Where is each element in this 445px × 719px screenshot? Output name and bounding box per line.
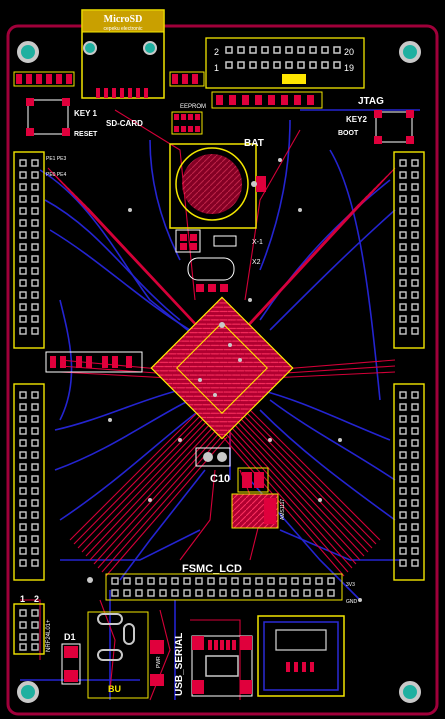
regulator-ams1117 <box>231 467 279 529</box>
nrf-label: NRF24L01+ <box>46 619 52 652</box>
nrf-pin-1: 1 <box>20 594 25 604</box>
usb-host-connector <box>257 615 345 697</box>
mount-hole-top-left <box>17 41 39 63</box>
v33-label: 3V3 <box>346 582 355 588</box>
microsd-label: MicroSD <box>104 14 143 25</box>
pe-top-label: PE1 PE3 <box>46 156 67 162</box>
left-header-bottom <box>13 383 45 581</box>
led-resistor-cluster <box>45 351 143 373</box>
nrf-pin-2: 2 <box>34 594 39 604</box>
eeprom-chip <box>171 111 203 135</box>
microsd-sublabel: cepeku electronic <box>104 26 143 32</box>
jtag-resistors <box>211 91 323 109</box>
jtag-pin-20: 20 <box>344 47 354 57</box>
bat-label: BAT <box>244 138 264 149</box>
microsd-socket <box>81 9 165 99</box>
key1-label: KEY 1 <box>74 109 98 118</box>
key2-label: KEY2 <box>346 115 367 124</box>
mount-hole-top-right <box>399 41 421 63</box>
usb-serial-connector <box>191 635 253 697</box>
diode-d1 <box>61 643 81 685</box>
gnd-label: GND <box>346 599 358 605</box>
boot-button-footprint <box>374 110 414 144</box>
vias <box>87 158 362 602</box>
crystal-x1 <box>175 229 237 253</box>
right-header-bottom <box>393 383 425 581</box>
bu-label: BU <box>108 684 121 694</box>
ams-label: AMS1117 <box>280 499 286 520</box>
c10-label: C10 <box>210 473 230 485</box>
jtag-pin-19: 19 <box>344 63 354 73</box>
power-switch <box>87 611 149 699</box>
top-left-resistors <box>13 71 75 87</box>
left-header-top <box>13 151 45 349</box>
crystal-x2 <box>187 257 235 292</box>
pe-bottom-label: PE0 PE4 <box>46 172 67 178</box>
capacitor-c10 <box>195 447 231 467</box>
x1-label: X-1 <box>252 239 263 246</box>
mounting-holes <box>17 41 421 703</box>
pwr-led <box>150 640 164 686</box>
top-mid-resistors <box>169 71 205 87</box>
jtag-pin-1: 1 <box>214 63 219 73</box>
reset-label: RESET <box>74 131 98 138</box>
jtag-pin-2: 2 <box>214 47 219 57</box>
reset-button-footprint <box>26 98 70 136</box>
mount-hole-bottom-left <box>17 681 39 703</box>
d1-label: D1 <box>64 632 76 642</box>
fsmc-lcd-label: FSMC_LCD <box>182 563 242 575</box>
eeprom-label: EEPROM <box>180 104 206 110</box>
boot-label: BOOT <box>338 130 359 137</box>
jtag-header <box>205 37 365 89</box>
fsmc-lcd-header <box>105 573 343 601</box>
jtag-label: JTAG <box>358 96 384 107</box>
usb-serial-label: USB_SERIAL <box>174 633 185 696</box>
mcu-chip <box>150 296 294 440</box>
right-header-top <box>393 151 425 349</box>
mount-hole-bottom-right <box>399 681 421 703</box>
blue-traces <box>20 109 420 700</box>
pwr-label: PWR <box>156 656 162 668</box>
sdcard-label: SD-CARD <box>106 119 143 128</box>
x2-label: X2 <box>252 259 261 266</box>
nrf-header <box>13 603 45 655</box>
battery-holder <box>169 143 266 229</box>
